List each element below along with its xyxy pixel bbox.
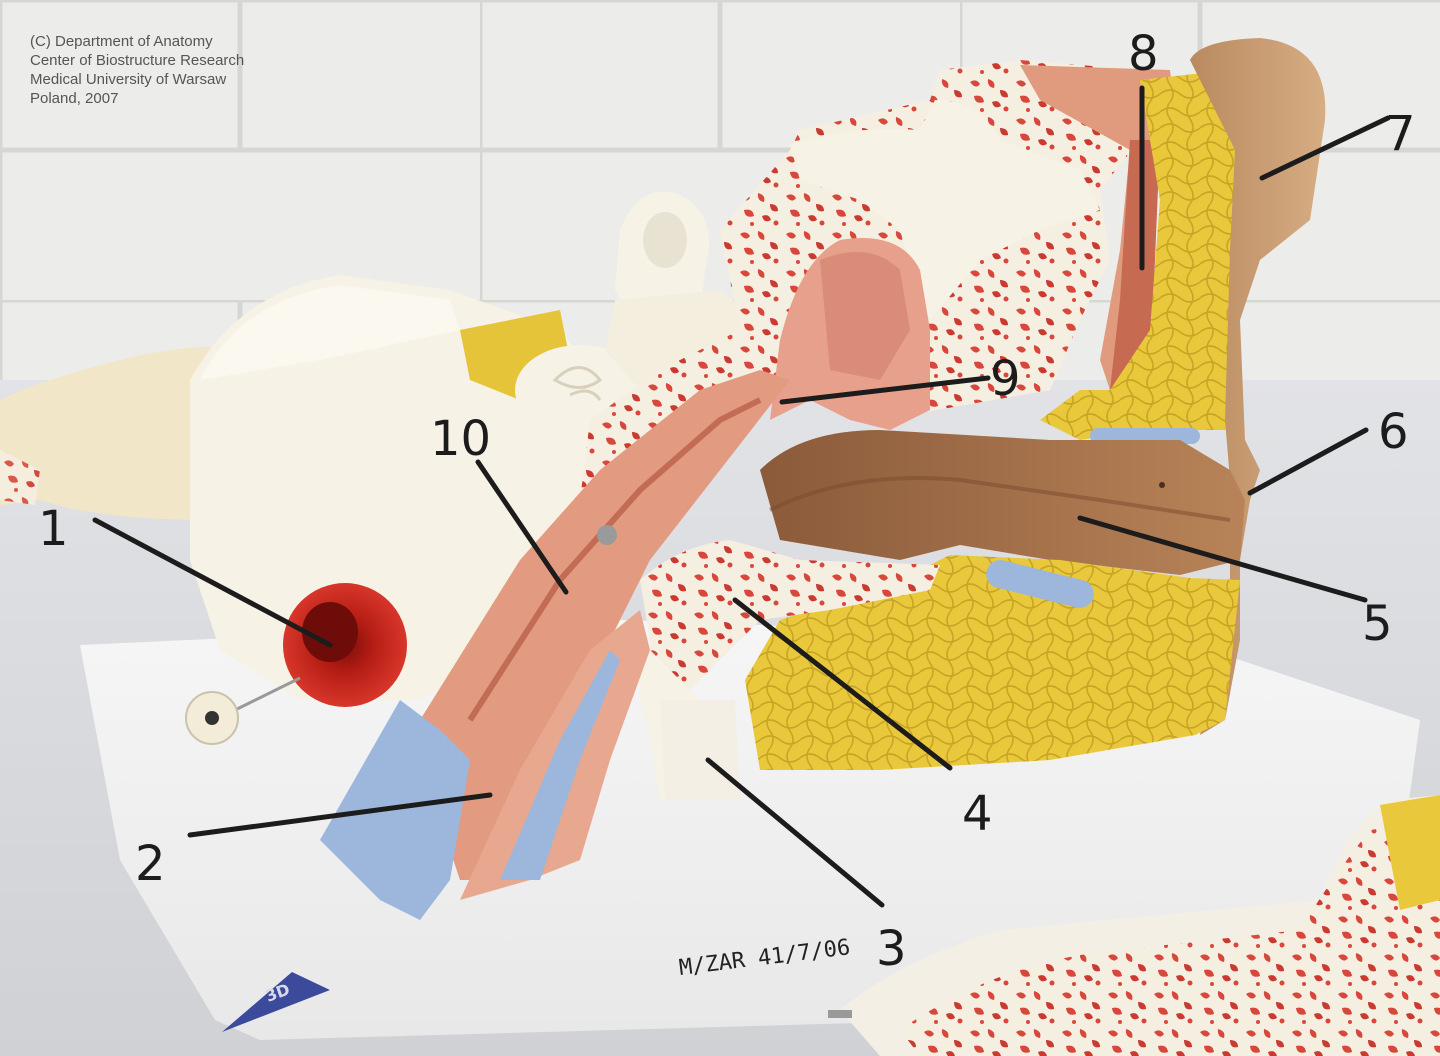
label-5: 5 xyxy=(1362,596,1393,652)
label-6: 6 xyxy=(1378,404,1409,460)
leader-line-5 xyxy=(1077,515,1368,603)
label-9: 9 xyxy=(990,351,1021,407)
label-4: 4 xyxy=(962,786,993,842)
copyright-notice: (C) Department of Anatomy Center of Bios… xyxy=(30,32,244,108)
vestibule xyxy=(605,290,770,390)
pin-tag-mark xyxy=(205,711,219,725)
copyright-line-3: Medical University of Warsaw xyxy=(30,71,227,88)
leader-line-3 xyxy=(705,757,885,908)
label-2: 2 xyxy=(135,836,166,892)
leader-line-1 xyxy=(92,517,333,648)
tympanic-cavity-wall xyxy=(820,252,910,380)
copyright-line-2: Center of Biostructure Research xyxy=(30,52,245,69)
leader-line-10 xyxy=(475,459,569,595)
canal-loop xyxy=(643,212,687,268)
copyright-line-1: (C) Department of Anatomy xyxy=(30,33,213,50)
blood-vessel-right xyxy=(500,650,620,880)
leader-line-6 xyxy=(1247,427,1369,496)
label-7: 7 xyxy=(1385,106,1416,162)
fat-layer-lower xyxy=(745,555,1240,770)
canal-mark xyxy=(1159,482,1165,488)
leader-lines xyxy=(92,85,1391,908)
styloid-base xyxy=(660,700,740,800)
leader-line-4 xyxy=(732,597,953,771)
mastoid-cavity xyxy=(790,100,1100,320)
muscle-fibers xyxy=(1110,140,1160,390)
leader-line-9 xyxy=(779,375,991,405)
pin-wire xyxy=(224,676,301,717)
auditory-tube-muscle xyxy=(420,370,790,880)
block-top-face xyxy=(200,285,460,380)
copyright-line-4: Poland, 2007 xyxy=(30,90,119,107)
label-8: 8 xyxy=(1128,26,1159,82)
cochlea-spiral xyxy=(552,366,603,401)
spongy-bone-lower xyxy=(640,540,940,700)
metal-pin xyxy=(828,1010,852,1018)
spongy-bone-left-piece xyxy=(0,450,40,505)
label-10: 10 xyxy=(430,411,491,467)
vessel-lower xyxy=(986,560,1094,608)
label-3: 3 xyxy=(876,921,907,977)
spongy-bone-right-piece xyxy=(900,820,1440,1056)
canal-shading xyxy=(769,476,1231,522)
leader-line-7 xyxy=(1259,115,1391,181)
ear-disc-center xyxy=(302,602,358,662)
metal-screw xyxy=(597,525,617,545)
tube-lumen xyxy=(467,397,762,722)
auricle xyxy=(1190,38,1326,735)
external-auditory-canal xyxy=(760,430,1245,575)
3d-logo-triangle xyxy=(222,972,330,1032)
fat-layer-right-piece xyxy=(1380,795,1440,910)
leader-line-2 xyxy=(187,792,493,838)
label-1: 1 xyxy=(38,501,69,557)
fat-layer-upper xyxy=(1040,70,1240,440)
